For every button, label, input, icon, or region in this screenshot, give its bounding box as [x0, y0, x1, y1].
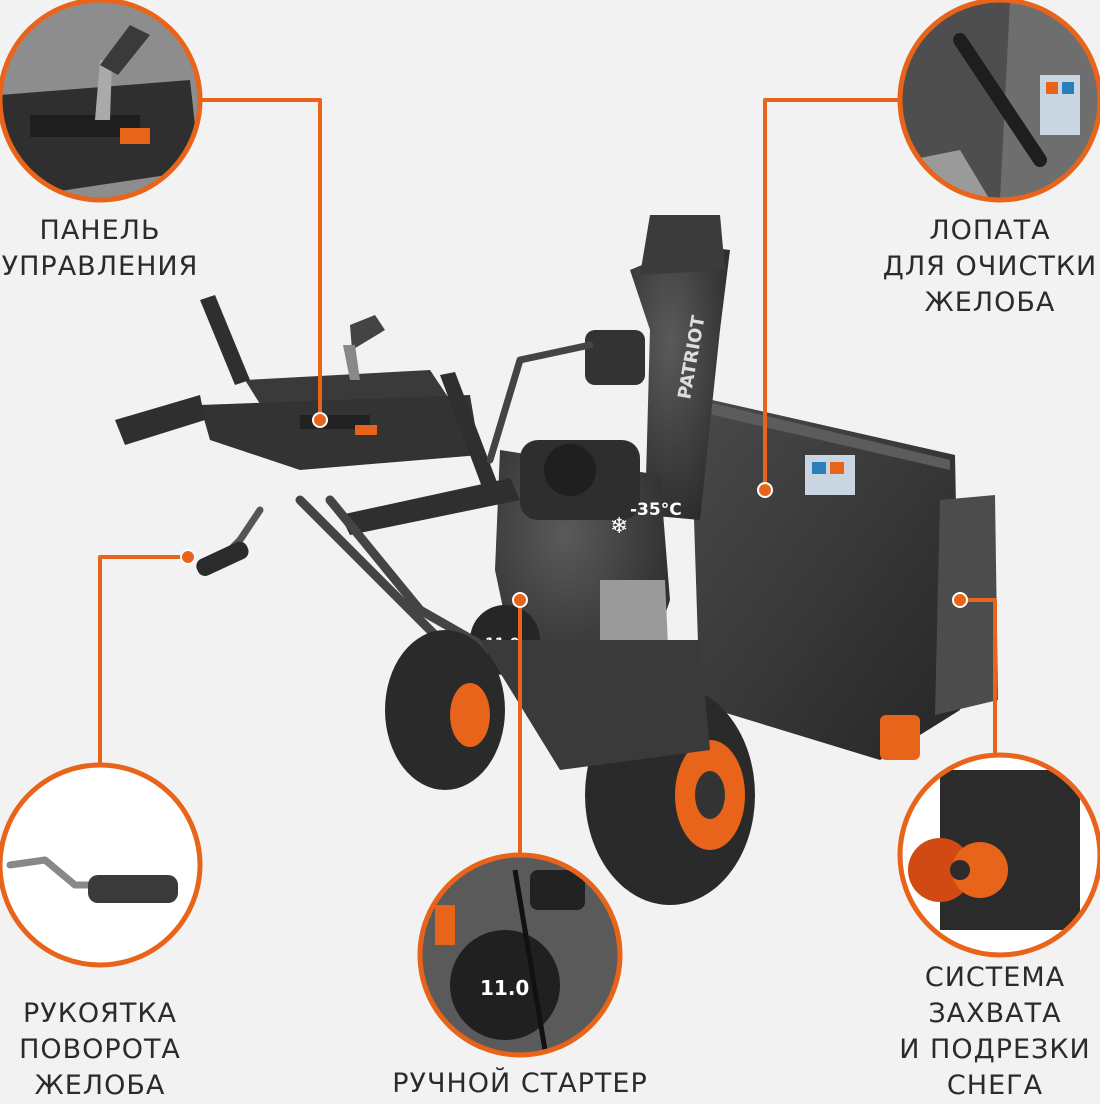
label-chute-handle: РУКОЯТКА ПОВОРОТА ЖЕЛОБА: [19, 998, 181, 1101]
leader-control-panel: [198, 98, 322, 422]
engine-temp-label: -35°C: [630, 500, 682, 520]
leader-lines: [98, 98, 997, 857]
label-capture-system: СИСТЕМА ЗАХВАТА И ПОДРЕЗКИ СНЕГА: [899, 962, 1091, 1101]
label-chute-shovel: ЛОПАТА ДЛЯ ОЧИСТКИ ЖЕЛОБА: [882, 215, 1098, 318]
callout-chute-handle: [0, 762, 203, 968]
skid-shoe: [880, 715, 920, 760]
callout-control-panel: [0, 0, 203, 203]
callout-manual-starter: 11.0: [417, 852, 623, 1058]
snowflake-icon: ❄: [610, 514, 628, 539]
snowblower: PATRIOT -35°C ❄ 11.0: [115, 215, 998, 905]
callout-chute-shovel: [897, 0, 1100, 203]
leader-chute-handle: [98, 555, 187, 767]
callout-capture-system: [897, 752, 1100, 958]
leader-capture: [958, 598, 997, 757]
leader-chute-shovel: [763, 98, 902, 492]
svg-text:11.0: 11.0: [480, 976, 529, 1000]
label-manual-starter: РУЧНОЙ СТАРТЕР: [392, 1068, 648, 1099]
label-control-panel: ПАНЕЛЬ УПРАВЛЕНИЯ: [1, 215, 199, 282]
